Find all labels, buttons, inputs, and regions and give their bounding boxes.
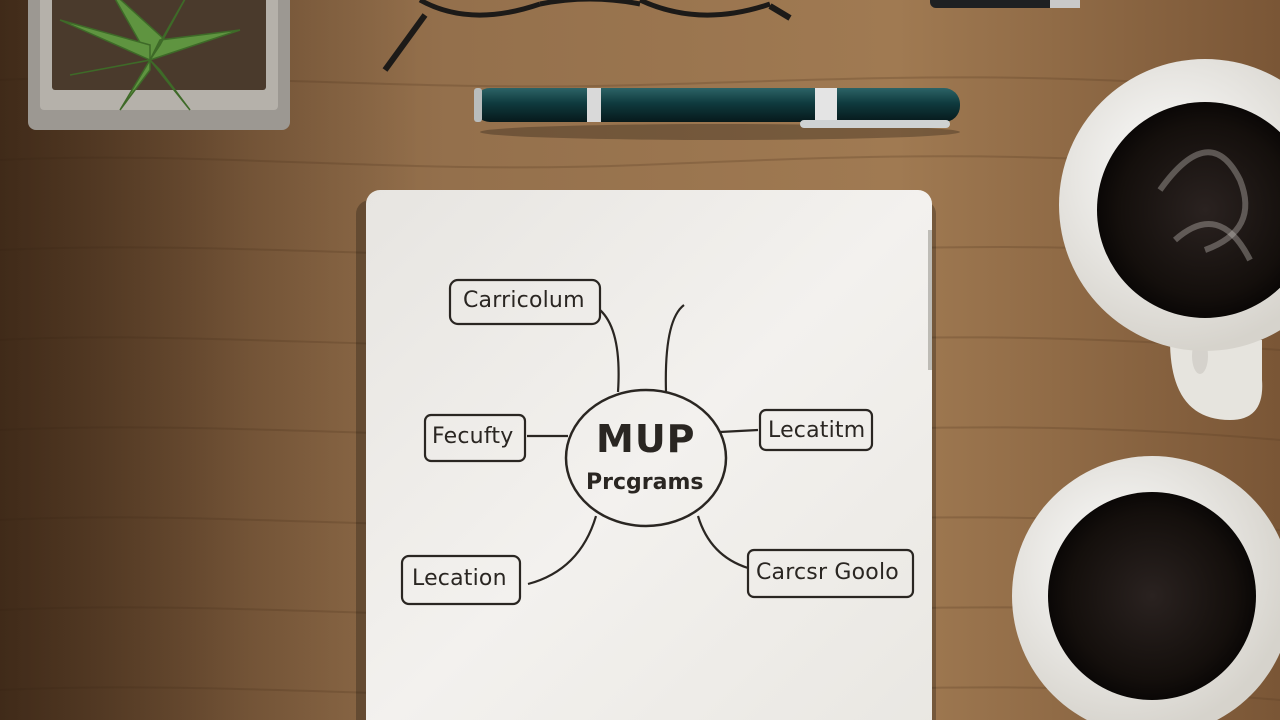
plant-pot: [28, 0, 290, 130]
eyeglasses: [382, 0, 792, 72]
center-node-outline: [564, 388, 728, 528]
mindmap-connectors: [527, 304, 759, 586]
mindmap-node-boxes: [400, 278, 915, 606]
node-bottom-left-label: Lecation: [412, 566, 507, 591]
node-left-label: Fecufty: [432, 424, 514, 449]
node-right-label: Lecatitm: [768, 418, 866, 443]
center-node-subtitle: Prcgrams: [586, 470, 704, 495]
coffee-mug-bottom: [1012, 456, 1280, 720]
node-top-left-label: Carricolum: [463, 288, 585, 313]
node-bottom-right-label: Carcsr Goolo: [756, 560, 899, 585]
fountain-pen: [474, 88, 960, 140]
notebook: [356, 190, 936, 720]
center-node-title: MUP: [596, 417, 696, 461]
coffee-mug-top: [1059, 59, 1280, 420]
